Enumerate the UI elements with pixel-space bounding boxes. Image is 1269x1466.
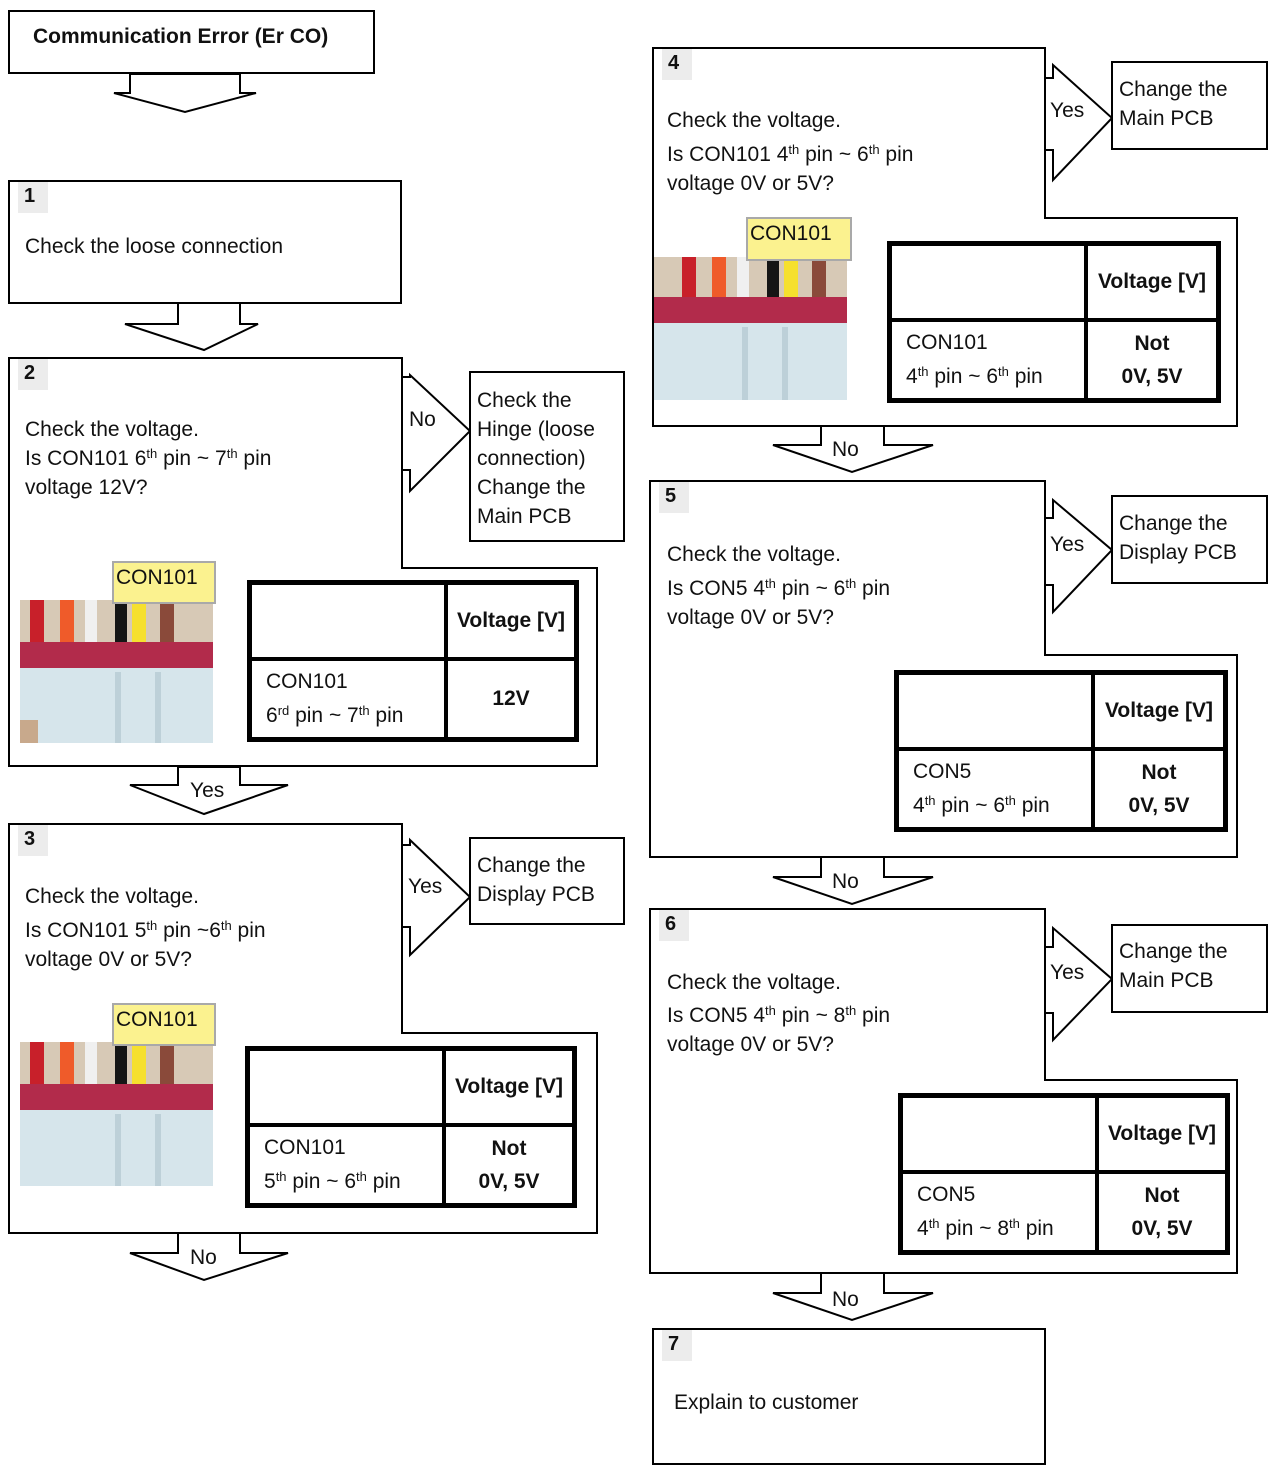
- branch-label: Yes: [1050, 533, 1085, 556]
- table-header: Voltage [V]: [1084, 241, 1221, 322]
- connector-label: CON101: [746, 217, 852, 261]
- step-text: voltage 0V or 5V?: [667, 1033, 834, 1056]
- step-text: Check the voltage.: [25, 885, 199, 908]
- arrow-right: [1044, 909, 1114, 1080]
- table-header: Voltage [V]: [1091, 670, 1228, 751]
- arrow-down: [129, 766, 289, 816]
- branch-label: Yes: [1050, 961, 1085, 984]
- step-text: Check the voltage.: [667, 109, 841, 132]
- connector-photo: [654, 257, 847, 400]
- diagram-title: Communication Error (Er CO): [33, 25, 329, 48]
- step-number: 6: [659, 910, 689, 941]
- side-result: Main PCB: [1119, 107, 1214, 130]
- arrow-right: [1044, 481, 1114, 655]
- branch-label: Yes: [408, 875, 443, 898]
- box-7: [652, 1328, 1046, 1465]
- side-result: Change the: [1119, 940, 1228, 963]
- table-value: 12V: [444, 656, 579, 742]
- step-text: Check the voltage.: [25, 418, 199, 441]
- side-box-3: [469, 837, 625, 925]
- table-header: Voltage [V]: [1095, 1093, 1230, 1174]
- step-text: Check the voltage.: [667, 543, 841, 566]
- arrow-down: [772, 425, 934, 474]
- connector-photo: [20, 600, 213, 743]
- flow-label: No: [832, 438, 859, 461]
- step-text: Is CON101 4th pin ~ 6th pin: [667, 142, 914, 166]
- branch-label: Yes: [1050, 99, 1085, 122]
- table-header: Voltage [V]: [444, 580, 579, 661]
- step-text: Is CON101 6th pin ~ 7th pin: [25, 446, 272, 470]
- step-text: Is CON5 4th pin ~ 8th pin: [667, 1003, 891, 1027]
- arrow-right: [401, 358, 472, 568]
- side-result: Display PCB: [477, 883, 595, 906]
- step-text: voltage 0V or 5V?: [667, 606, 834, 629]
- table-header: Voltage [V]: [442, 1046, 577, 1127]
- step-text: voltage 12V?: [25, 476, 148, 499]
- step-number: 5: [659, 482, 689, 513]
- arrow-down: [113, 73, 257, 114]
- connector-photo: [20, 1042, 213, 1186]
- flow-label: No: [832, 870, 859, 893]
- arrow-right: [1044, 48, 1114, 218]
- flow-label: No: [832, 1288, 859, 1311]
- arrow-down: [772, 856, 934, 906]
- title-box: [8, 10, 375, 74]
- branch-label: No: [409, 408, 436, 431]
- side-result: Change the: [477, 854, 586, 877]
- arrow-right: [401, 824, 472, 1033]
- side-box-6: [1111, 924, 1268, 1013]
- step-text: Explain to customer: [674, 1391, 859, 1414]
- side-box-5: [1111, 495, 1268, 584]
- arrow-down: [129, 1232, 289, 1282]
- step-number: 2: [18, 359, 48, 390]
- step-number: 4: [662, 49, 692, 80]
- step-text: Check the loose connection: [25, 235, 283, 258]
- step-text: Check the voltage.: [667, 971, 841, 994]
- step-text: voltage 0V or 5V?: [667, 172, 834, 195]
- side-result: Change the: [1119, 78, 1228, 101]
- side-result: Display PCB: [1119, 541, 1237, 564]
- flow-label: No: [190, 1246, 217, 1269]
- step-number: 3: [18, 825, 48, 856]
- side-box-2: [469, 371, 625, 542]
- side-box-4: [1111, 61, 1268, 150]
- side-result: Main PCB: [1119, 969, 1214, 992]
- connector-label: CON101: [112, 1003, 216, 1046]
- step-number: 1: [18, 182, 48, 213]
- flow-label: Yes: [190, 779, 225, 802]
- step-number: 7: [662, 1330, 692, 1361]
- step-text: voltage 0V or 5V?: [25, 948, 192, 971]
- step-text: Is CON5 4th pin ~ 6th pin: [667, 576, 891, 600]
- connector-label: CON101: [112, 561, 216, 604]
- side-result: Change the: [1119, 512, 1228, 535]
- arrow-down: [124, 302, 259, 352]
- step-text: Is CON101 5th pin ~6th pin: [25, 918, 266, 942]
- arrow-down: [772, 1272, 934, 1322]
- box-1: [8, 180, 402, 304]
